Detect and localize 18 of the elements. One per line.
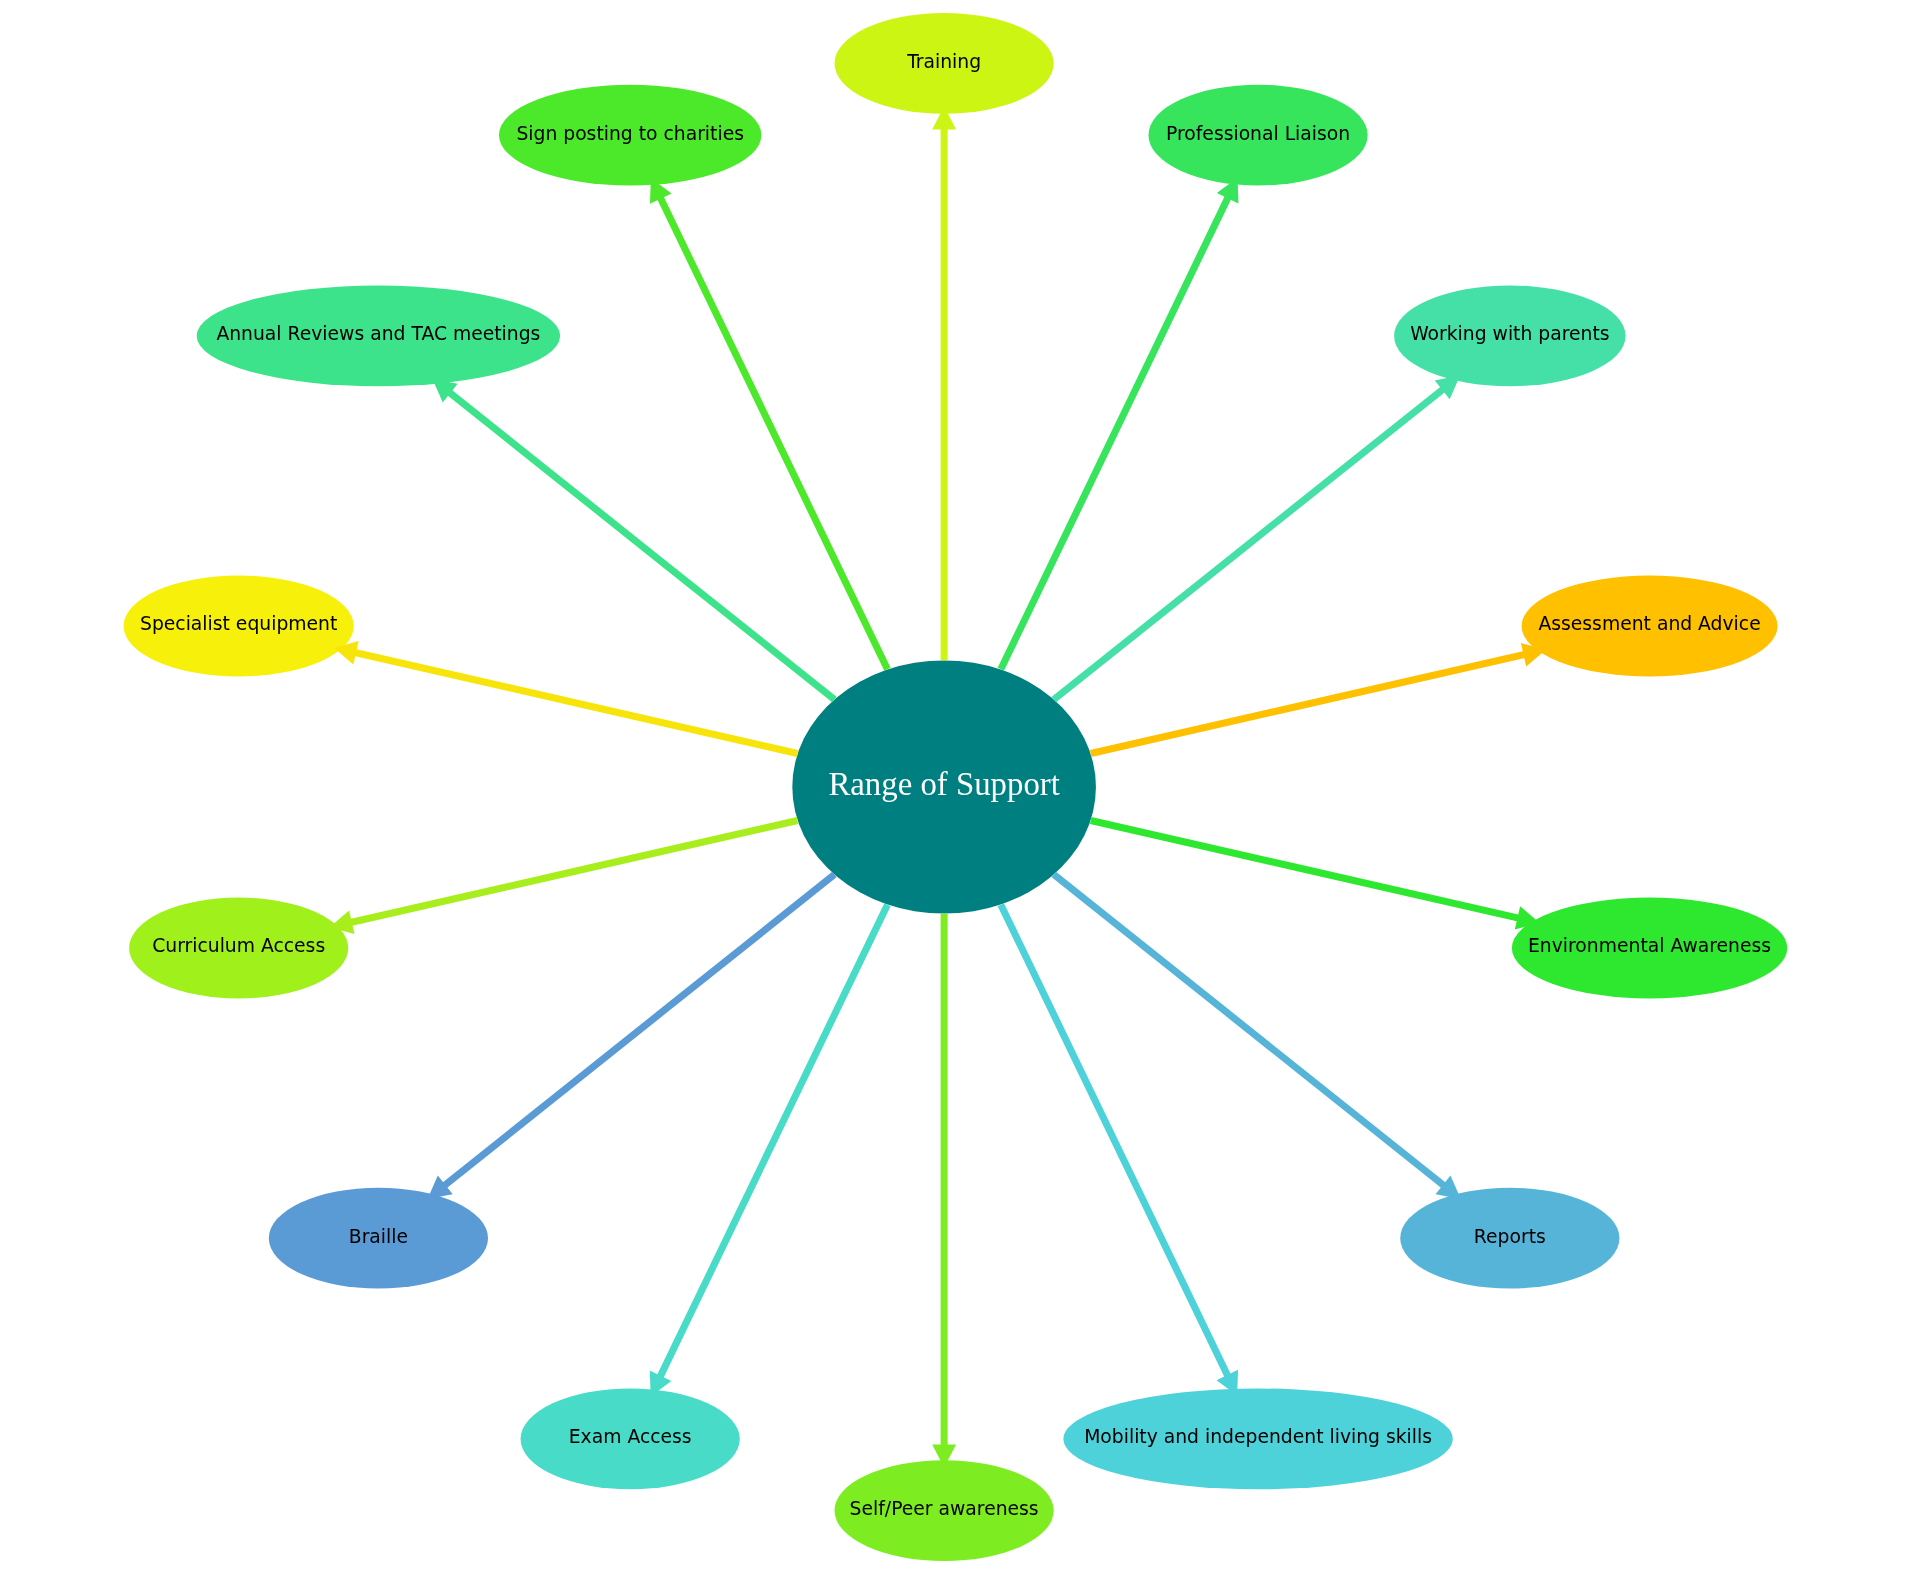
node-ellipse: Professional Liaison: [1148, 84, 1368, 186]
node-ellipse: Annual Reviews and TAC meetings: [196, 285, 561, 387]
node-ellipse: Curriculum Access: [129, 897, 349, 999]
arrow: [427, 871, 837, 1200]
arrow: [1051, 871, 1461, 1200]
node-ellipse: Sign posting to charities: [498, 84, 762, 186]
node-ellipse: Reports: [1400, 1187, 1620, 1289]
node-ellipse: Self/Peer awareness: [834, 1460, 1054, 1561]
arrow: [1051, 375, 1461, 703]
arrow: [333, 641, 799, 757]
node-ellipse: Working with parents: [1394, 285, 1626, 387]
arrow: [329, 817, 799, 934]
node-ellipse: Range of Support: [792, 660, 1096, 914]
node-ellipse: Training: [834, 13, 1054, 114]
node-ellipse: Specialist equipment: [123, 575, 354, 677]
node-ellipse: Braille: [268, 1187, 488, 1289]
node-ellipse: Exam Access: [520, 1388, 740, 1490]
node-ellipse: Mobility and independent living skills: [1063, 1388, 1453, 1490]
